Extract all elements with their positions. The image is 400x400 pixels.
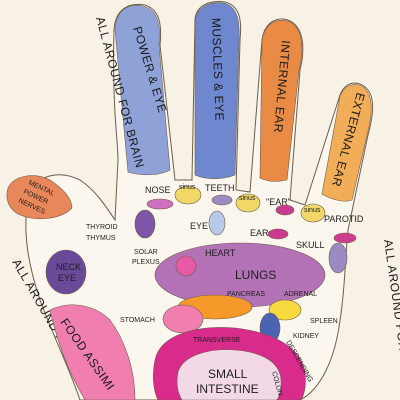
parotid-spot — [333, 232, 357, 244]
neck-eye-label-2: EYE — [58, 273, 76, 283]
thyroid-label: THYROID — [86, 224, 118, 231]
neck-eye-label-1: NECK — [56, 262, 81, 272]
food-assimilation-zone — [49, 304, 136, 400]
teeth-spot — [211, 194, 233, 206]
eye-label: EYE — [190, 221, 208, 231]
all-around-brain-right: ALL AROUND FOR BRA — [381, 238, 400, 382]
adrenal-label: ADRENAL — [284, 291, 317, 298]
stomach-spot — [162, 304, 204, 334]
teeth-label: TEETH — [205, 183, 235, 193]
sinus-label-1: sinus — [179, 184, 196, 191]
muscles-eye-label: MUSCLES & EYE — [209, 18, 227, 122]
ear-label: EAR — [250, 228, 269, 238]
ear-spot — [267, 228, 289, 240]
ear-quote-label: "EAR" — [266, 197, 291, 207]
nose-spot — [146, 198, 174, 210]
eye-spot — [208, 210, 226, 236]
heart-label: HEART — [205, 248, 236, 258]
power-eye-zone — [114, 5, 171, 176]
adrenal-spot — [268, 299, 302, 321]
stomach-label: STOMACH — [120, 317, 155, 324]
kidney-label: KIDNEY — [293, 333, 319, 340]
skull-label: SKULL — [296, 240, 325, 250]
ear-spot-top — [275, 204, 295, 216]
sinus-label-3: sinus — [304, 207, 321, 214]
thyroid-spot — [134, 209, 156, 239]
external-ear-zone — [321, 84, 372, 202]
pancreas-label: PANCREAS — [227, 291, 265, 298]
muscles-eye-zone — [194, 2, 240, 180]
sinus-3 — [300, 203, 326, 223]
internal-ear-zone — [259, 19, 303, 182]
neck-eye-zone — [45, 249, 87, 295]
small-intestine-zone — [176, 349, 282, 400]
mental-power-zone — [6, 175, 73, 220]
thymus-label: THYMUS — [86, 235, 116, 242]
nose-label: NOSE — [145, 185, 171, 195]
heart-spot — [175, 255, 197, 277]
sinus-label-2: sinus — [239, 195, 256, 202]
transverse-label: TRANSVERSE — [193, 337, 241, 344]
skull-spot — [328, 242, 348, 274]
sinus-1 — [174, 185, 202, 205]
lungs-label: LUNGS — [235, 268, 276, 282]
parotid-label: PAROTID — [324, 214, 364, 224]
small-label: SMALL — [208, 367, 248, 381]
solar-label: SOLAR — [134, 249, 158, 256]
sinus-2 — [235, 193, 261, 213]
intestine-label: INTESTINE — [196, 382, 259, 396]
spleen-label: SPLEEN — [310, 318, 338, 325]
plexus-label: PLEXUS — [132, 259, 160, 266]
